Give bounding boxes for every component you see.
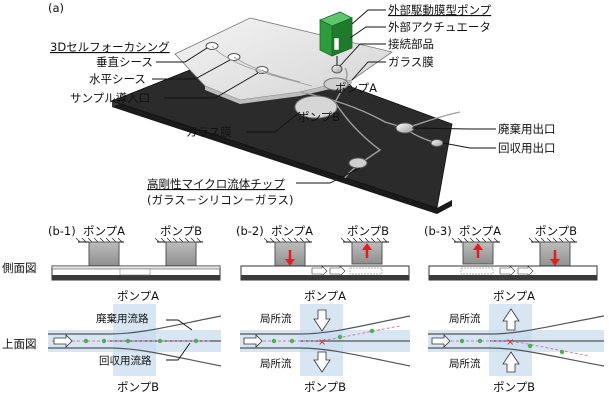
subpanel-b2-tag: (b-2) bbox=[236, 224, 264, 238]
label-pump-b: ポンプB bbox=[298, 110, 340, 124]
panel-a: (a) bbox=[48, 1, 556, 214]
b1-waste-channel-label: 廃棄用流路 bbox=[96, 312, 149, 325]
label-glass-membrane-top: ガラス膜 bbox=[388, 55, 434, 69]
subpanel-b1-tag: (b-1) bbox=[48, 224, 76, 238]
row-label-top-view: 上面図 bbox=[2, 337, 37, 351]
panel-b: 側面図 上面図 (b-1) ポンプA ポンプB ポンプA bbox=[2, 224, 605, 394]
b1-pump-a-label: ポンプA bbox=[83, 224, 125, 238]
label-3d-sheath: 3Dセルフォーカシング bbox=[50, 40, 170, 54]
b2-pump-b-label: ポンプB bbox=[347, 224, 389, 238]
main-channel bbox=[299, 91, 406, 129]
connector-part bbox=[331, 64, 343, 74]
label-connector: 接続部品 bbox=[388, 37, 434, 51]
collect-outlet bbox=[430, 139, 444, 147]
subpanel-b3: (b-3) ポンプA ポンプB ポンプA bbox=[424, 224, 605, 394]
microfluidic-chip bbox=[110, 17, 461, 214]
label-horizontal-sheath: 水平シース bbox=[89, 72, 146, 86]
label-waste-outlet: 廃棄用出口 bbox=[498, 122, 556, 136]
label-glass-membrane: ガラス膜 bbox=[186, 125, 232, 139]
b1-pump-b-label: ポンプB bbox=[160, 224, 202, 238]
label-external-actuator: 外部アクチュエータ bbox=[388, 20, 491, 34]
b1-collect-channel-label: 回収用流路 bbox=[99, 354, 152, 367]
b3-pump-b-label: ポンプB bbox=[535, 224, 577, 238]
b3-local-flow-2-label: 局所流 bbox=[449, 357, 481, 370]
label-chip-layers: (ガラス－シリコン－ガラス) bbox=[147, 193, 294, 207]
label-vertical-sheath: 垂直シース bbox=[96, 55, 153, 69]
b2-top-pump-a-label: ポンプA bbox=[304, 289, 346, 303]
b3-pump-a-label: ポンプA bbox=[459, 224, 501, 238]
b2-pump-a-label: ポンプA bbox=[271, 224, 313, 238]
b2-local-flow-1-label: 局所流 bbox=[260, 312, 292, 325]
b3-local-flow-1-label: 局所流 bbox=[449, 312, 481, 325]
subpanel-b2: (b-2) ポンプA ポンプB ポンプA bbox=[236, 224, 411, 394]
label-chip-title: 高剛性マイクロ流体チップ bbox=[147, 177, 285, 191]
subpanel-b1: (b-1) ポンプA ポンプB ポンプA bbox=[48, 224, 222, 394]
svg-text:×: × bbox=[318, 337, 326, 348]
b3-top-pump-a-label: ポンプA bbox=[493, 289, 535, 303]
subpanel-b3-tag: (b-3) bbox=[424, 224, 452, 238]
external-pump bbox=[319, 11, 353, 66]
label-pump-a: ポンプA bbox=[335, 81, 377, 95]
pump-a-chamber bbox=[323, 77, 349, 91]
b3-bottom-pump-b-label: ポンプB bbox=[493, 380, 535, 394]
b2-bottom-pump-b-label: ポンプB bbox=[304, 380, 346, 394]
b1-top-pump-a-label: ポンプA bbox=[117, 289, 159, 303]
waste-outlet bbox=[395, 122, 415, 134]
label-external-pump: 外部駆動膜型ポンプ bbox=[388, 3, 492, 17]
b1-pump-b-block bbox=[165, 241, 197, 267]
b2-local-flow-2-label: 局所流 bbox=[260, 357, 292, 370]
svg-text:×: × bbox=[506, 337, 514, 348]
label-sample-inlet: サンプル導入口 bbox=[70, 91, 150, 105]
b1-pump-a-block bbox=[88, 241, 120, 267]
b1-bottom-pump-b-label: ポンプB bbox=[117, 380, 159, 394]
pump-b-chamber bbox=[294, 95, 338, 119]
panel-a-tag: (a) bbox=[48, 1, 64, 15]
row-label-side-view: 側面図 bbox=[2, 261, 37, 275]
label-collect-outlet: 回収用出口 bbox=[498, 141, 556, 155]
